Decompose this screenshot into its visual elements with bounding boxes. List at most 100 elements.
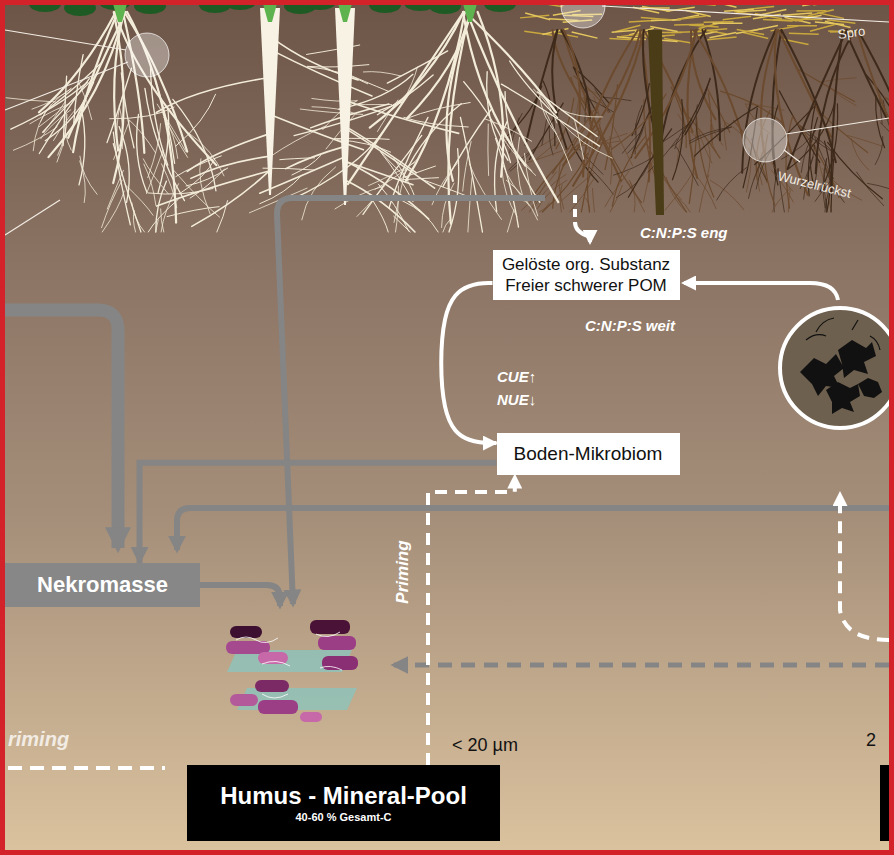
plant-roots [132, 203, 145, 232]
humus-pool-box: Humus - Mineral-Pool40-60 % Gesamt-C [187, 765, 500, 841]
plant-roots [167, 207, 219, 217]
plant-roots [690, 127, 731, 143]
plant-roots [41, 110, 71, 139]
plant-roots [345, 100, 459, 133]
plant-roots [724, 122, 726, 150]
node-title: Boden-Mikrobiom [507, 442, 670, 466]
plant-roots [875, 137, 883, 165]
plant-roots [442, 183, 454, 227]
plant-roots [826, 85, 856, 105]
plant-roots [187, 134, 270, 172]
plant-roots [559, 162, 564, 209]
plant-roots [783, 13, 812, 15]
plant-roots [525, 153, 538, 215]
plant-roots [858, 30, 894, 174]
size-pool-box [880, 765, 890, 841]
white-flow-arrows [840, 494, 889, 640]
plant-roots [190, 169, 225, 198]
aggregate-magnifier [858, 378, 882, 398]
plant-roots [763, 19, 793, 21]
plant-roots [33, 105, 51, 151]
plant-roots [696, 105, 698, 139]
plant-roots [217, 201, 228, 232]
plant-roots [857, 30, 894, 180]
plant-roots [816, 30, 855, 173]
plant-roots [585, 94, 587, 122]
plant-roots [717, 167, 747, 200]
plant-roots [373, 201, 388, 232]
solution-box: Gelöste org. SubstanzFreier schwerer POM [493, 250, 680, 300]
plant-roots [378, 184, 408, 231]
plant-roots [200, 159, 210, 214]
plant-roots [148, 124, 161, 178]
plant-roots [629, 180, 644, 212]
plant-roots [189, 133, 224, 176]
plant-roots [110, 107, 174, 119]
plant-roots [808, 10, 834, 16]
plant-roots [463, 142, 471, 192]
plant-roots [723, 16, 752, 20]
efficiency-label: NUE↓ [497, 391, 536, 409]
plant-roots [468, 178, 472, 232]
plant-roots [263, 168, 314, 170]
humus-mineral-aggregate [318, 636, 356, 650]
plant-roots [503, 138, 536, 176]
plant-roots [826, 199, 827, 212]
humus-mineral-aggregate [226, 620, 358, 722]
plant-roots [186, 168, 228, 186]
plant-roots [402, 200, 438, 232]
plant-roots [502, 168, 517, 216]
magnifier-callouts [125, 33, 169, 77]
plant-roots [546, 112, 572, 170]
necromass-box: Nekromasse [5, 563, 200, 607]
plant-roots [692, 171, 716, 209]
plant-roots [133, 210, 135, 232]
humus-mineral-aggregate [322, 656, 358, 670]
plant-roots [708, 94, 712, 145]
plant-roots [376, 147, 409, 181]
humus-mineral-aggregate [255, 680, 289, 692]
plant-roots [538, 92, 598, 137]
node-subtitle: Freier schwerer POM [501, 275, 672, 296]
magnifier-callouts [784, 150, 800, 162]
aggregate-magnifier [806, 318, 880, 350]
flow-connector [140, 463, 497, 563]
plant-roots [796, 10, 826, 12]
efficiency-label: CUE↑ [497, 368, 536, 386]
plant-roots [789, 33, 819, 34]
plant-roots [603, 97, 631, 100]
plant-roots [150, 66, 167, 166]
humus-mineral-aggregate [300, 712, 322, 722]
plant-roots [707, 142, 710, 176]
plant-roots [562, 110, 602, 117]
plant-roots [137, 114, 147, 192]
plant-roots [148, 189, 213, 195]
plant-roots [348, 12, 464, 184]
plant-roots [691, 30, 715, 119]
plant-roots [824, 141, 830, 212]
microbiome-box: Boden-Mikrobiom [497, 433, 680, 475]
plant-roots [689, 25, 719, 27]
grey-flow-arrows [394, 663, 889, 668]
grey-flow-arrows [5, 310, 118, 548]
plant-roots [699, 175, 709, 212]
humus-mineral-aggregate [258, 652, 288, 664]
plant-roots [123, 12, 144, 153]
plant-roots [463, 12, 525, 165]
plant-roots [404, 117, 468, 127]
plant-roots [487, 124, 489, 175]
plant-roots [363, 72, 400, 76]
plant-roots [676, 147, 698, 186]
magnifier-callouts [602, 6, 889, 22]
plant-roots [403, 104, 461, 177]
magnifier-callouts [5, 200, 60, 235]
plant-roots [553, 102, 600, 174]
plant-roots [406, 12, 465, 181]
plant-roots [665, 174, 692, 210]
humus-mineral-aggregate [230, 694, 258, 706]
plant-roots [58, 114, 67, 155]
node-title: Humus - Mineral-Pool [199, 781, 488, 811]
plant-roots [690, 127, 732, 141]
